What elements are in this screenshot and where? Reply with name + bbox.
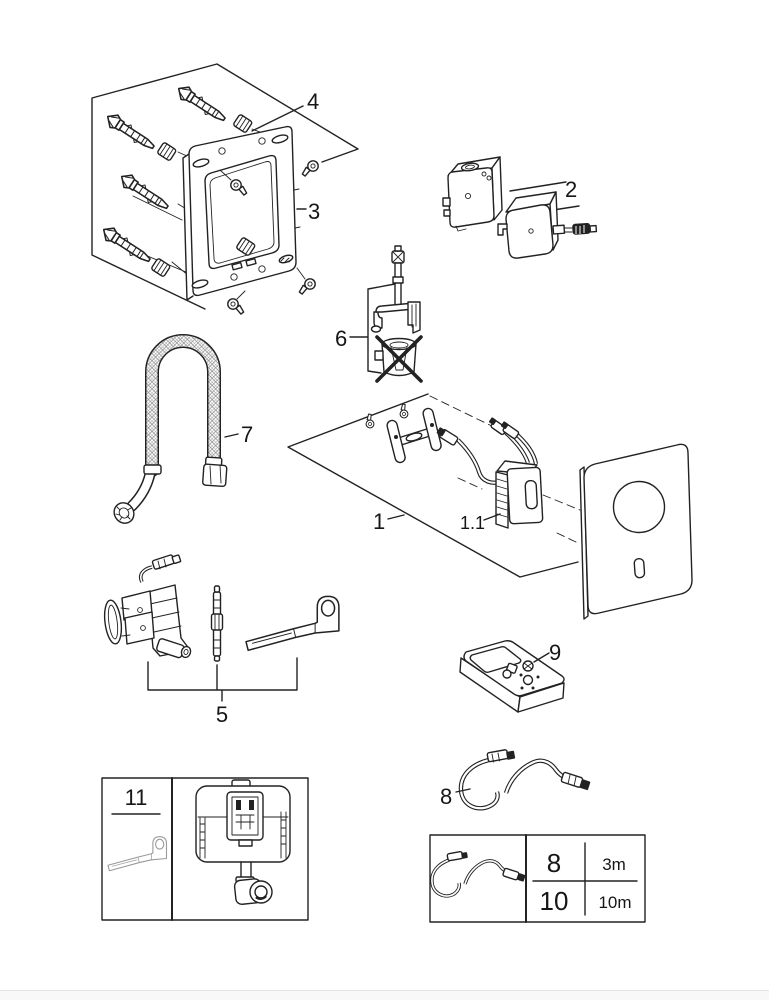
table-part-8: 8 [547,848,561,878]
adapter-box [497,191,598,259]
flush-plate [579,443,693,620]
table-part-10: 10 [540,886,569,916]
servo-actuator [103,554,192,659]
part-3-label: 3 [308,199,320,224]
knurled-dowel [156,141,178,162]
braided-hose-group: 7 [113,334,253,524]
clamp-group: 6 [335,245,423,383]
power-supply-group: 2 [442,156,598,259]
part-9-label: 9 [549,640,561,665]
transformer-box [442,156,503,232]
concealed-cistern [195,779,291,905]
leader-line-1-1 [483,513,501,521]
part-1-label: 1 [373,509,385,534]
leader-line-7 [224,433,239,438]
knurled-dowel [232,113,254,134]
part-7-label: 7 [241,422,253,447]
part-6-label: 6 [335,326,347,351]
screw [225,297,247,316]
remote-control-group: 9 [459,640,565,713]
connection-cable [391,245,405,306]
mounting-frame [182,125,301,301]
cistern-inset-box: 11 [101,777,309,921]
valve-spindle [210,585,224,662]
screw [299,159,321,178]
sensor-unit-group: 1 1.1 [287,393,693,620]
part-11-label: 11 [125,785,148,810]
plate-screw [361,412,378,430]
wall-anchor [116,170,173,214]
page-bottom-bar [0,990,769,1000]
mounting-bracket [245,595,340,652]
mounting-plane [287,393,579,578]
ir-sensor-window [633,557,646,579]
leader-line-4 [251,105,304,132]
part-1-1-label: 1.1 [460,513,485,533]
wall-anchor [173,82,230,126]
mounting-frame-group: 4 3 [91,63,359,316]
knurled-dowel [150,257,172,278]
sensor-bracket [386,407,442,464]
part-2-label: 2 [565,177,577,202]
cross-out-mark [375,335,423,383]
extension-cable-group: 8 [440,749,591,811]
cable-thumbnail [430,851,526,898]
wall-anchor [102,110,159,154]
bracket-thumbnail [107,836,168,872]
sensor-cable [436,417,539,485]
leader-line-9 [533,652,550,663]
mounting-plane-hidden [429,395,581,544]
screw [296,277,318,296]
hose-elbow-nut [113,502,135,524]
leader-line-1 [387,514,405,520]
wall-plane-outline [91,63,359,310]
leader-bracket-6 [349,283,396,374]
leader-bracket-5 [147,657,298,702]
pipe-clamp [370,301,421,334]
table-length-3m: 3m [602,855,626,874]
actuator-group: 5 [103,554,340,727]
wall-anchor [98,223,155,267]
electronics-module [495,460,544,529]
part-4-label: 4 [307,89,319,114]
crossed-out-valve [374,335,423,383]
cable-length-table: 8 3m 10 10m [429,834,646,923]
table-length-10m: 10m [598,893,631,912]
leader-line-8 [455,788,471,793]
flush-button [612,480,666,534]
remote-control [459,640,565,713]
part-5-label: 5 [216,702,228,727]
part-8-label: 8 [440,784,452,809]
